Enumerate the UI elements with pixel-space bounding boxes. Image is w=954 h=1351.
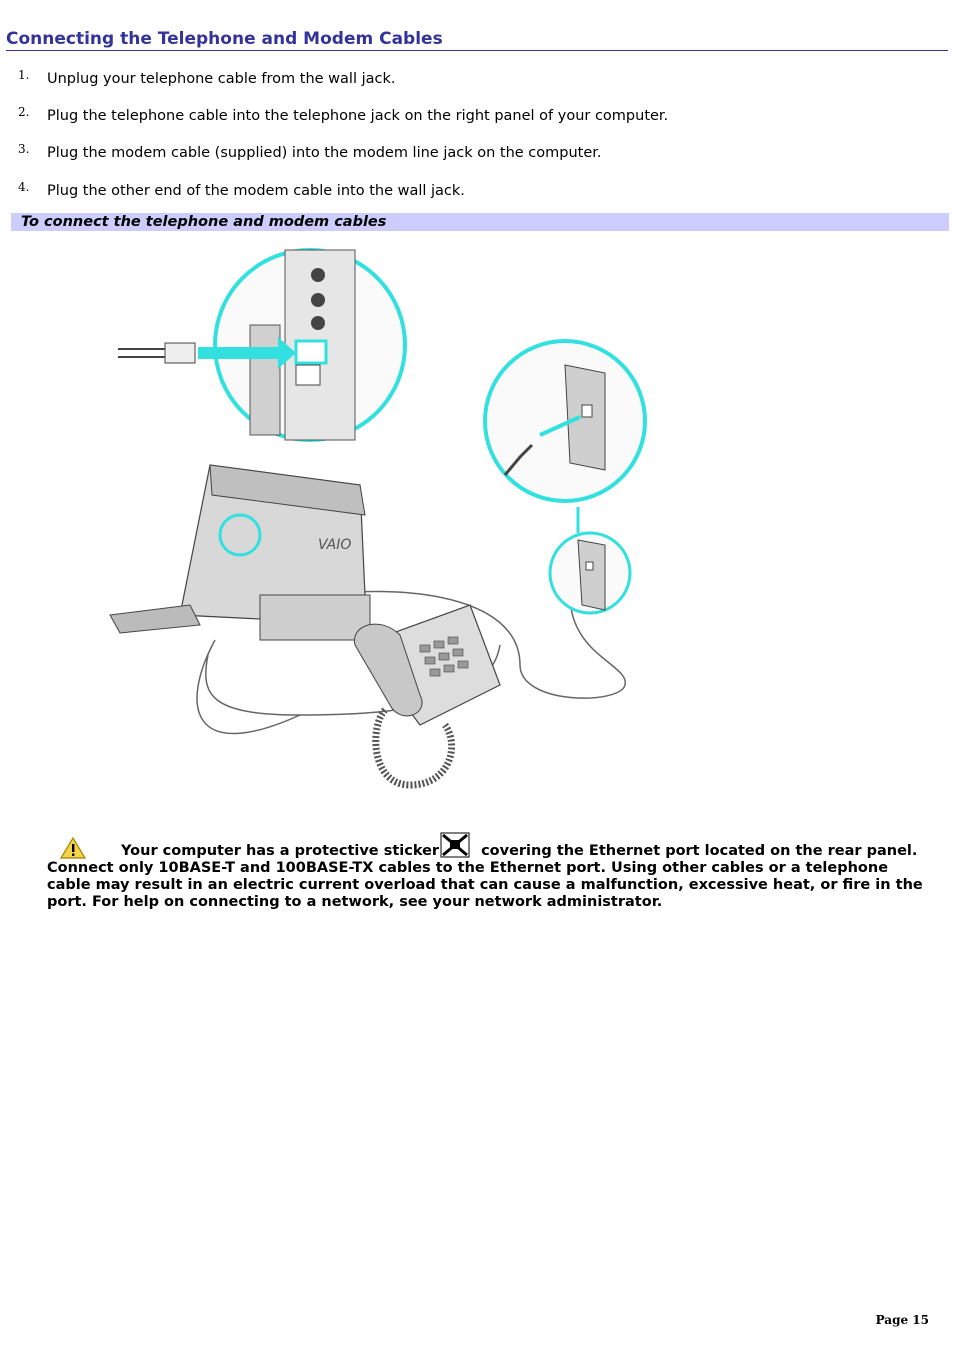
figure-caption: To connect the telephone and modem cable… xyxy=(21,214,387,230)
step-text: Unplug your telephone cable from the wal… xyxy=(47,71,396,87)
warning-icon xyxy=(60,837,86,859)
step-text: Plug the telephone cable into the teleph… xyxy=(47,108,669,124)
note-text-1: Your computer has a protective sticker xyxy=(121,843,440,859)
wall-jack-zoom-circle xyxy=(483,339,647,503)
vaio-logo: VAIO xyxy=(318,537,351,553)
computer-icon: VAIO xyxy=(109,464,371,641)
connection-illustration: VAIO xyxy=(109,248,647,789)
wall-cable xyxy=(249,575,626,699)
step-number: 3. xyxy=(18,142,30,156)
page-number: Page 15 xyxy=(875,1313,929,1327)
ethernet-sticker-icon xyxy=(440,832,470,858)
step-number: 2. xyxy=(18,105,30,119)
telephone-cable xyxy=(196,639,301,735)
telephone-icon xyxy=(354,604,501,789)
note-text-2: covering the Ethernet port located on th… xyxy=(47,843,923,910)
step-text: Plug the modem cable (supplied) into the… xyxy=(47,145,602,161)
jack-zoom-circle xyxy=(213,248,407,442)
step-number: 1. xyxy=(18,68,30,82)
figure-caption-bar: To connect the telephone and modem cable… xyxy=(11,213,949,231)
step-text: Plug the other end of the modem cable in… xyxy=(47,183,465,199)
cable-plug-arrow xyxy=(118,337,296,369)
wall-jack-small-circle xyxy=(548,507,632,615)
step-number: 4. xyxy=(18,180,30,194)
page-title: Connecting the Telephone and Modem Cable… xyxy=(6,29,948,51)
